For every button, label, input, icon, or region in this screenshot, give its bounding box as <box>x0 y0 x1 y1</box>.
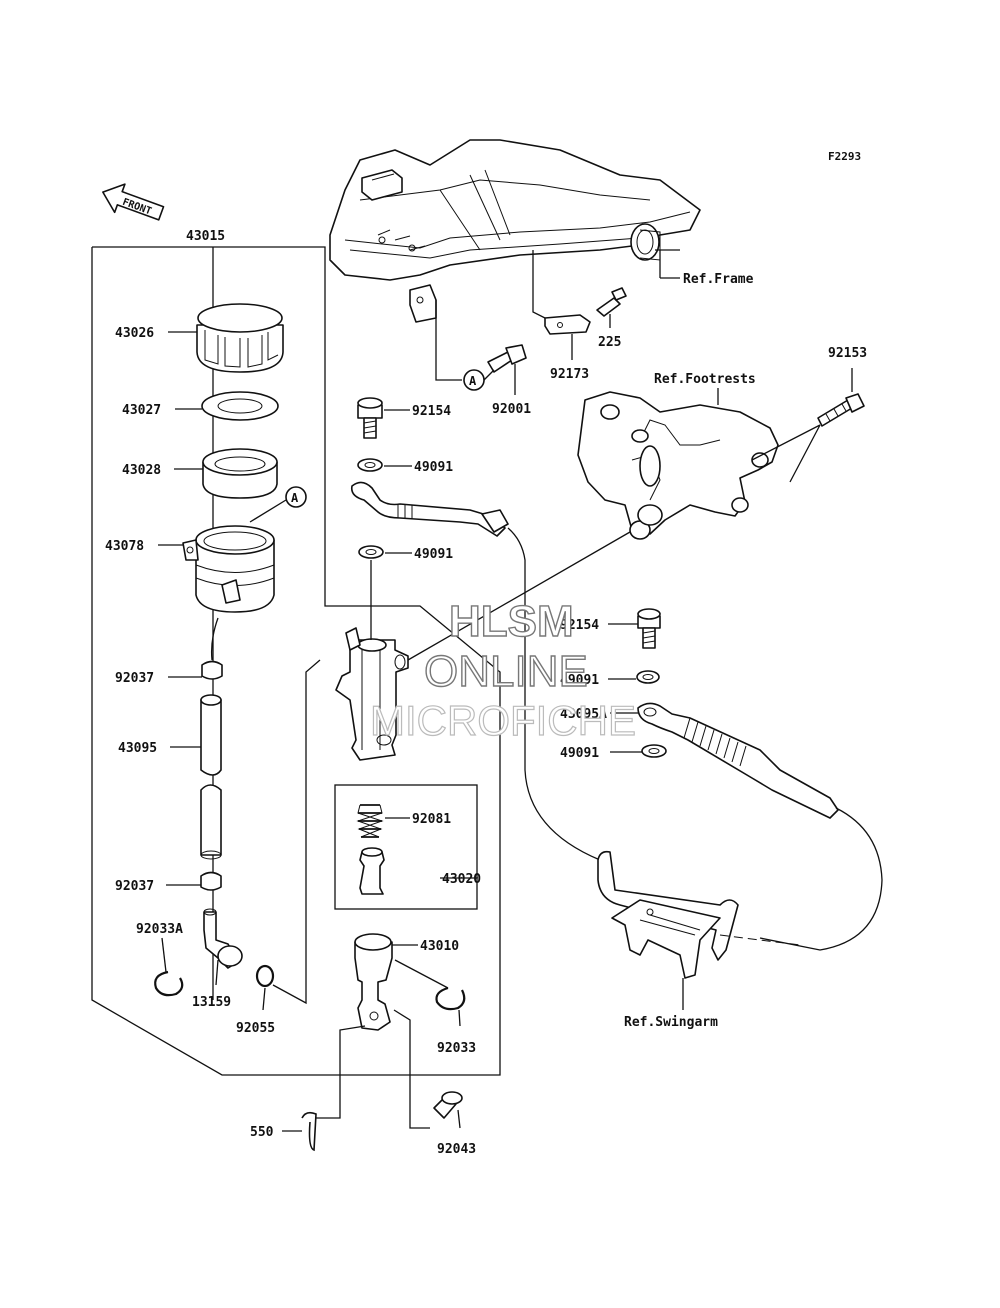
spring-92081 <box>356 804 384 838</box>
piston-assembly <box>359 847 385 895</box>
part-label-92037-top: 92037 <box>115 671 154 686</box>
part-label-92153: 92153 <box>828 346 867 361</box>
circlip-92033A <box>154 970 184 997</box>
part-label-92173: 92173 <box>550 367 589 382</box>
group-43020-box <box>334 784 478 910</box>
cotter-pin-550 <box>301 1111 317 1152</box>
part-label-43010: 43010 <box>420 939 459 954</box>
front-arrow-icon: FRONT <box>102 183 165 221</box>
bolt-92153 <box>817 393 865 427</box>
washer-49091-1 <box>357 458 383 472</box>
brake-hose-upper <box>350 481 509 537</box>
master-cylinder-body <box>335 627 409 761</box>
circlip-92033 <box>435 986 466 1011</box>
marker-a-label-left: A <box>291 491 299 505</box>
frame-drawing <box>329 139 701 381</box>
washer-49091-4 <box>641 744 667 758</box>
diaphragm-plate-43027 <box>201 391 279 421</box>
part-label-92043: 92043 <box>437 1142 476 1157</box>
part-label-92033: 92033 <box>437 1041 476 1056</box>
part-label-49091-2: 49091 <box>414 547 453 562</box>
part-label-43028: 43028 <box>122 463 161 478</box>
reservoir-43078 <box>182 525 275 613</box>
marker-a-circle-left <box>285 486 307 508</box>
part-label-43027: 43027 <box>122 403 161 418</box>
part-label-43020: 43020 <box>442 872 481 887</box>
hose-clamp-92037-top <box>201 660 223 680</box>
clevis-pin-92043 <box>433 1091 463 1119</box>
banjo-bolt-92154-lower <box>637 608 661 649</box>
brake-hose-43095A <box>637 702 839 819</box>
part-label-92154-top: 92154 <box>412 404 451 419</box>
diaphragm-43028 <box>202 448 278 499</box>
hose-clamp-92037-bottom <box>200 871 222 891</box>
part-label-92081: 92081 <box>412 812 451 827</box>
part-label-92037-bottom: 92037 <box>115 879 154 894</box>
part-label-49091-1: 49091 <box>414 460 453 475</box>
reservoir-hose-43095 <box>200 694 222 860</box>
o-ring-92055 <box>255 964 275 988</box>
watermark: HLSM ONLINE MICROFICHE <box>369 596 636 744</box>
figure-code: F2293 <box>828 150 861 163</box>
bolt-92001 <box>487 344 527 373</box>
part-label-43095A: 43095A <box>560 707 607 722</box>
part-label-92001: 92001 <box>492 402 531 417</box>
ref-footrests-label: Ref.Footrests <box>654 372 756 387</box>
part-label-49091-3: 49091 <box>560 673 599 688</box>
hose-fitting-13159 <box>203 908 243 969</box>
part-label-92154-lower: 92154 <box>560 618 599 633</box>
part-label-43078: 43078 <box>105 539 144 554</box>
part-label-225: 225 <box>598 335 621 350</box>
part-label-43026: 43026 <box>115 326 154 341</box>
part-label-49091-4: 49091 <box>560 746 599 761</box>
marker-a-label-frame: A <box>469 374 477 388</box>
push-rod-43010 <box>354 933 393 1031</box>
ref-swingarm-label: Ref.Swingarm <box>624 1015 718 1030</box>
watermark-line-2: ONLINE <box>424 647 588 696</box>
washer-49091-3 <box>636 670 660 684</box>
part-label-92033A: 92033A <box>136 922 183 937</box>
part-label-43015: 43015 <box>186 229 225 244</box>
reservoir-cap-43026 <box>196 303 284 373</box>
watermark-line-1: HLSM <box>449 597 574 646</box>
part-label-43095: 43095 <box>118 741 157 756</box>
part-label-550: 550 <box>250 1125 274 1140</box>
part-label-13159: 13159 <box>192 995 231 1010</box>
footrest-bracket <box>577 391 779 540</box>
banjo-bolt-92154-top <box>357 397 383 439</box>
swingarm-bracket <box>597 850 739 979</box>
ref-frame-label: Ref.Frame <box>683 272 754 287</box>
part-label-92055: 92055 <box>236 1021 275 1036</box>
watermark-line-3: MICROFICHE <box>370 697 636 744</box>
washer-49091-2 <box>358 545 384 559</box>
